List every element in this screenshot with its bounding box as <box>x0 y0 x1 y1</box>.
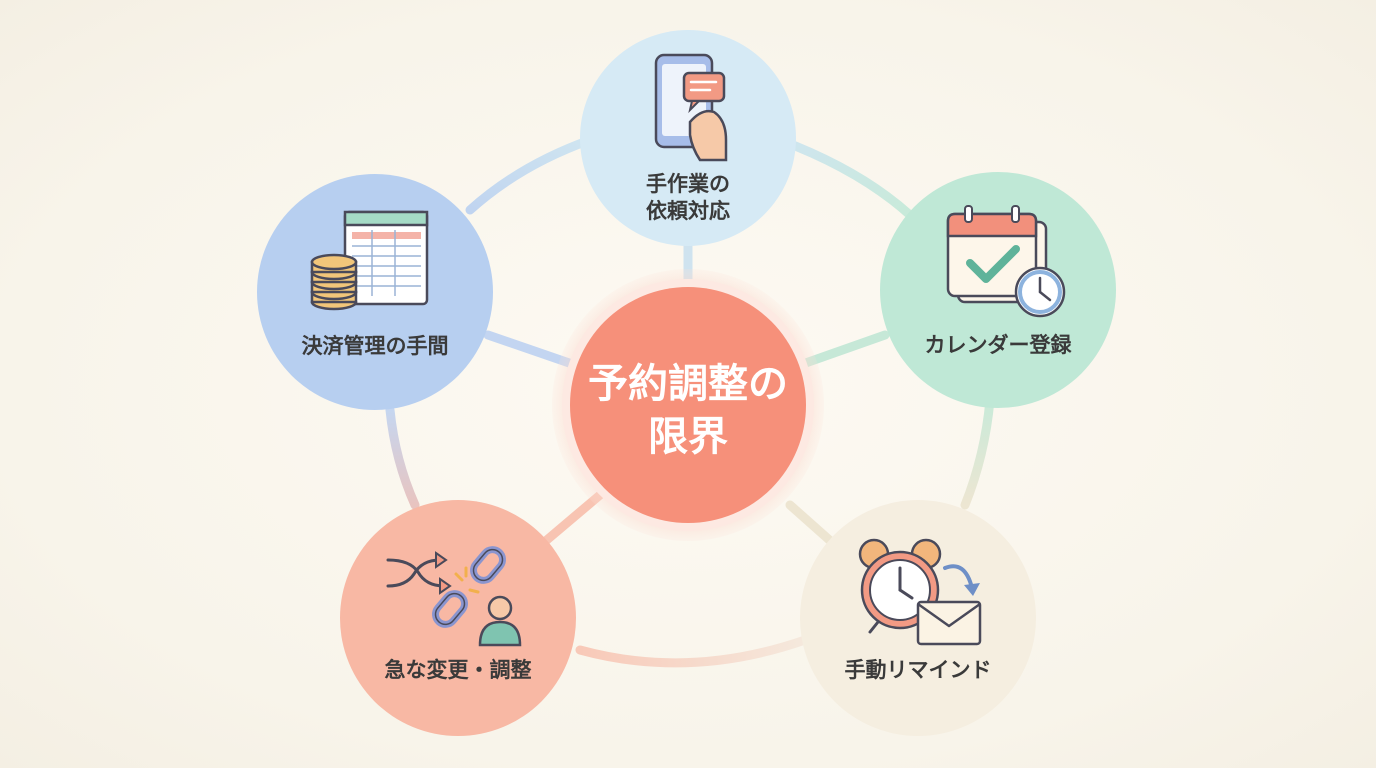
center-node[interactable]: 予約調整の 限界 <box>552 269 824 541</box>
coins-spreadsheet-icon <box>310 210 429 311</box>
ring-arc-bottom-left <box>575 635 810 668</box>
smartphone-chat-icon <box>654 53 728 162</box>
node-manual-request-label-2: 依頼対応 <box>646 199 730 223</box>
ring-arc-top-right <box>775 135 915 220</box>
node-calendar-label: カレンダー登録 <box>925 333 1073 357</box>
node-calendar[interactable]: カレンダー登録 <box>880 172 1116 408</box>
ring-arc-right-bottom <box>960 395 995 510</box>
node-reminder-label: 手動リマインド <box>845 658 992 682</box>
node-change-label: 急な変更・調整 <box>385 658 532 682</box>
calendar-clock-icon <box>946 205 1066 318</box>
ring-arc-top-left <box>465 135 595 215</box>
spoke-bottom-right <box>785 500 840 550</box>
outer-ring <box>385 135 995 668</box>
node-manual-request-label-1: 手作業の <box>646 172 730 196</box>
node-manual-request[interactable]: 手作業の 依頼対応 <box>580 30 796 246</box>
node-reminder[interactable]: 手動リマインド <box>800 500 1036 736</box>
center-title-line-1: 予約調整の <box>588 361 788 407</box>
center-title-line-2: 限界 <box>648 414 728 460</box>
node-payment-label: 決済管理の手間 <box>302 334 449 358</box>
node-change[interactable]: 急な変更・調整 <box>340 500 576 736</box>
ring-arc-left-top <box>385 405 420 510</box>
alarm-mail-icon <box>858 538 982 646</box>
broken-link-shuffle-icon <box>386 546 522 647</box>
center-node-circle <box>570 287 806 523</box>
node-payment[interactable]: 決済管理の手間 <box>257 174 493 410</box>
